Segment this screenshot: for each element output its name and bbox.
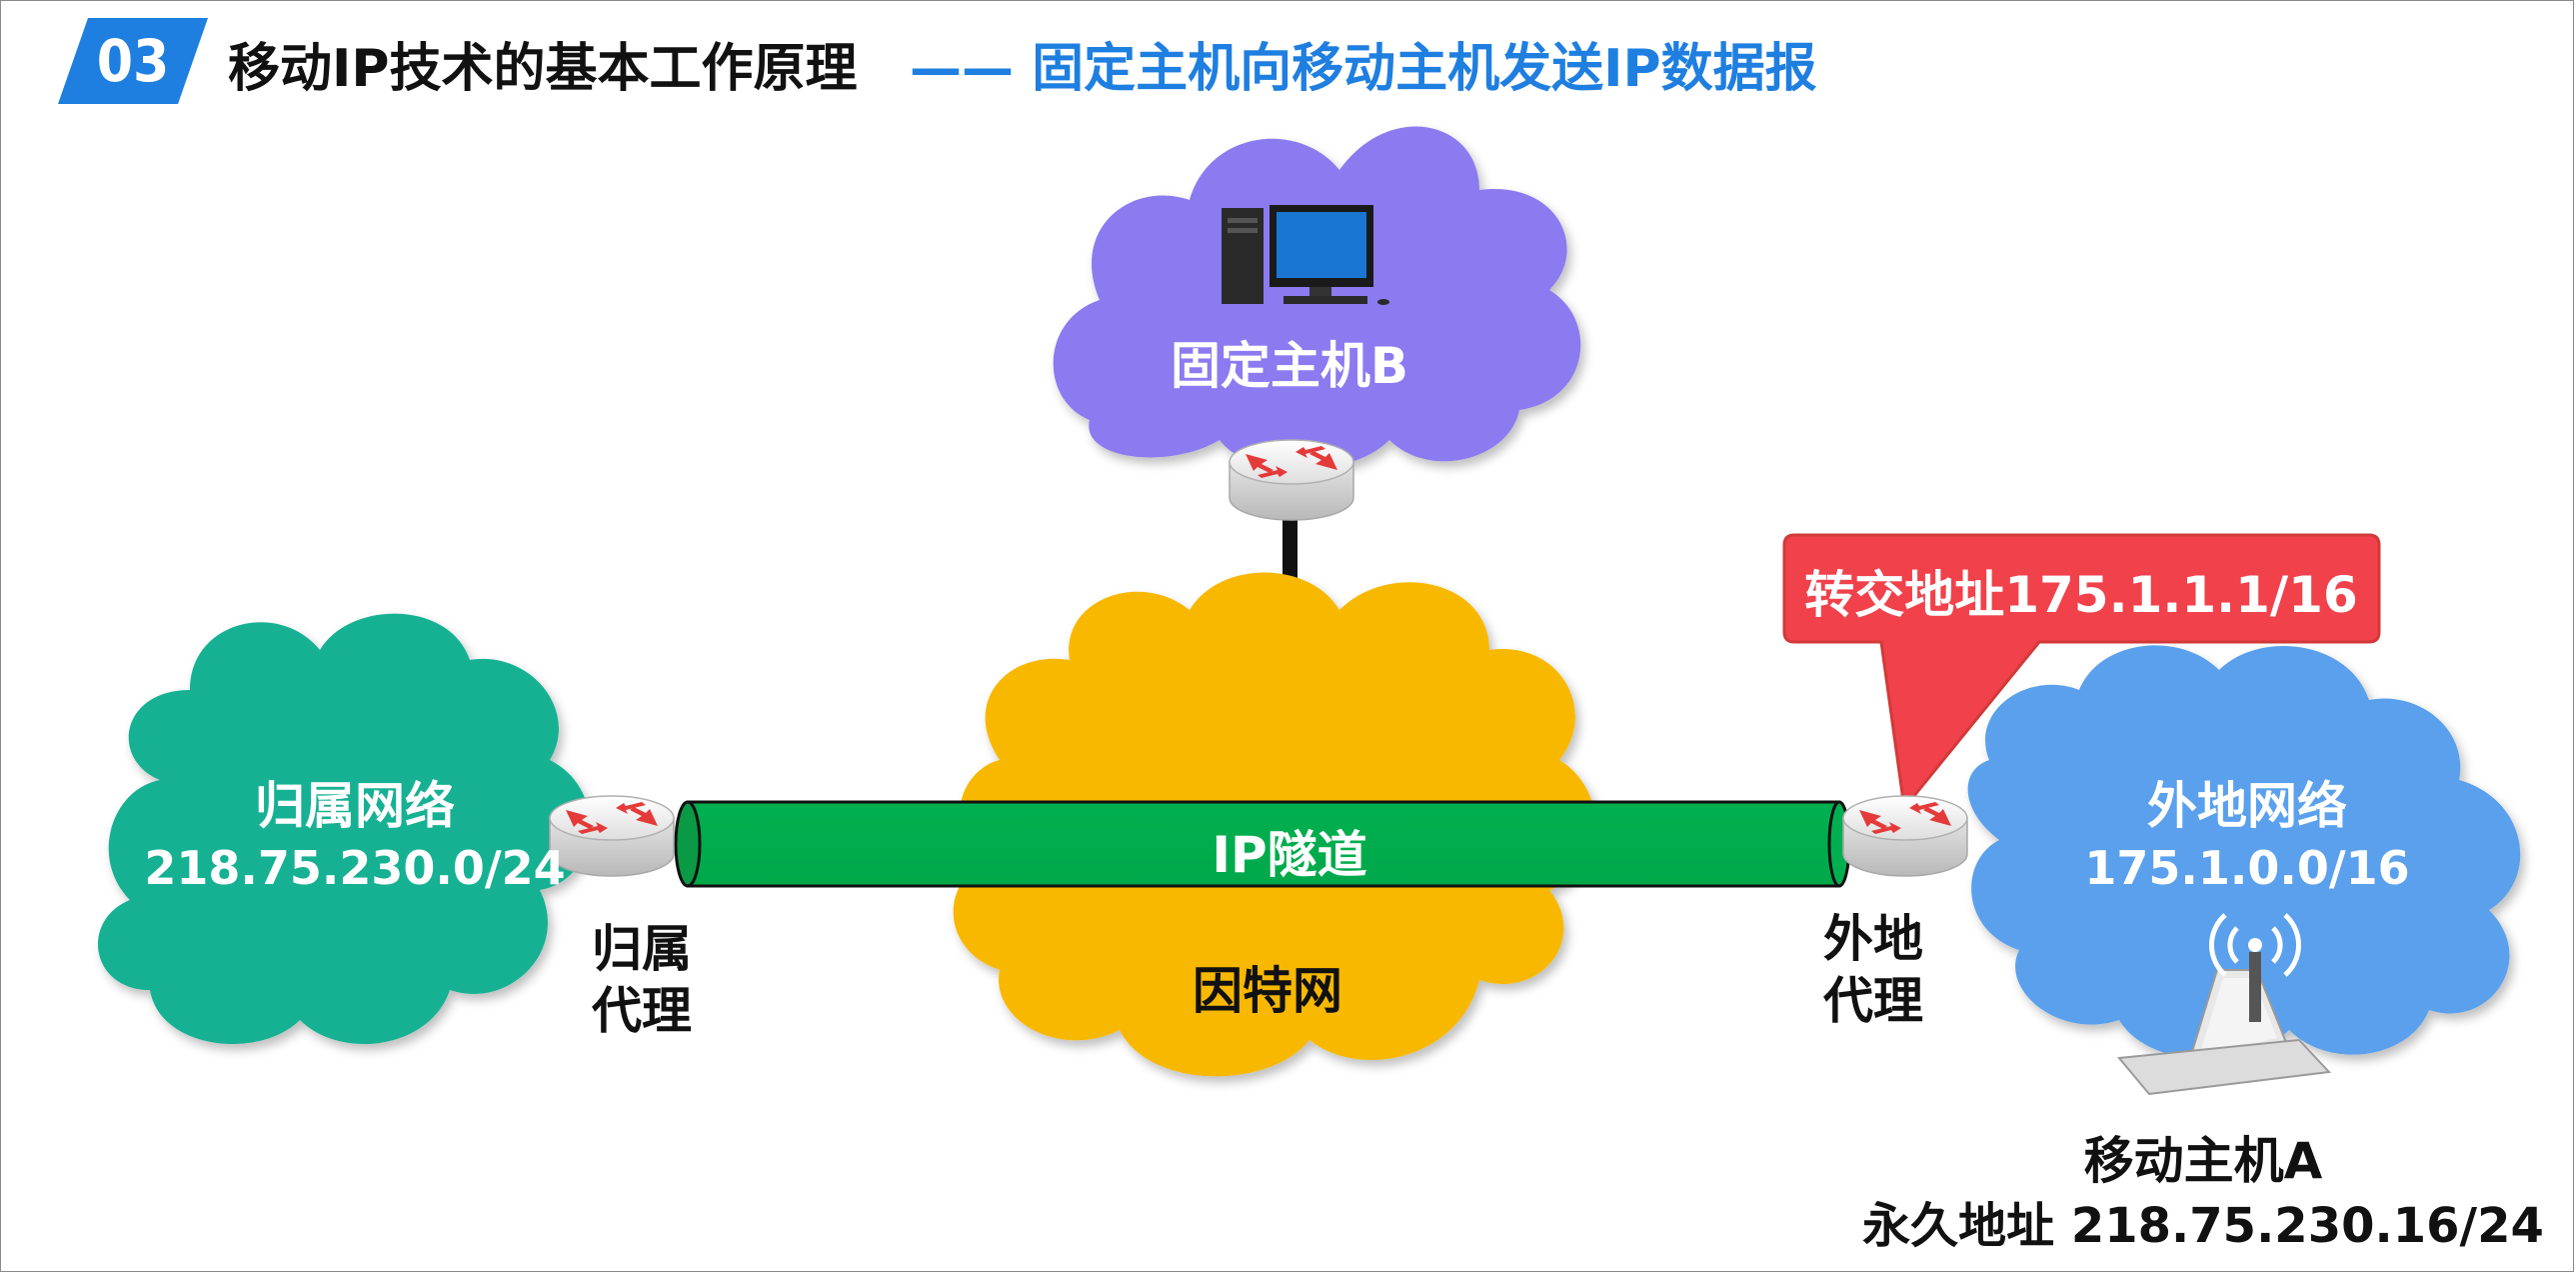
page-subtitle: —— 固定主机向移动主机发送IP数据报 — [910, 39, 1817, 99]
ip-tunnel — [674, 800, 1851, 888]
fixed-host-label: 固定主机B — [1170, 337, 1409, 395]
desktop-computer-icon — [1222, 205, 1389, 305]
internet-label: 因特网 — [1193, 962, 1342, 1020]
foreign-network-name: 外地网络 — [2147, 777, 2347, 835]
foreign-network-cloud — [1967, 645, 2521, 1059]
foreign-agent-label-line1: 外地 — [1823, 910, 1923, 968]
page-title: 移动IP技术的基本工作原理 — [228, 39, 858, 99]
fixed-host-router — [1229, 439, 1354, 521]
home-network-name: 归属网络 — [255, 777, 455, 835]
foreign-agent-label-line2: 代理 — [1823, 972, 1923, 1030]
mobile-host-name: 移动主机A — [2083, 1132, 2323, 1190]
home-network-cloud — [97, 613, 591, 1044]
mobile-host-permanent-address: 永久地址 218.75.230.16/24 — [1862, 1198, 2544, 1254]
home-agent-label-line1: 归属 — [592, 920, 692, 978]
foreign-agent-router — [1842, 795, 1968, 877]
wireless-laptop-icon — [2117, 913, 2332, 1096]
care-of-address-text: 转交地址175.1.1.1/16 — [1804, 566, 2358, 624]
tunnel-label: IP隧道 — [1212, 826, 1367, 884]
foreign-network-prefix: 175.1.0.0/16 — [2084, 841, 2410, 895]
care-of-address-callout — [1782, 533, 2381, 812]
section-number: 03 — [96, 27, 170, 95]
home-agent-label-line2: 代理 — [592, 982, 692, 1040]
home-network-prefix: 218.75.230.0/24 — [144, 841, 566, 895]
home-agent-router — [549, 795, 675, 877]
